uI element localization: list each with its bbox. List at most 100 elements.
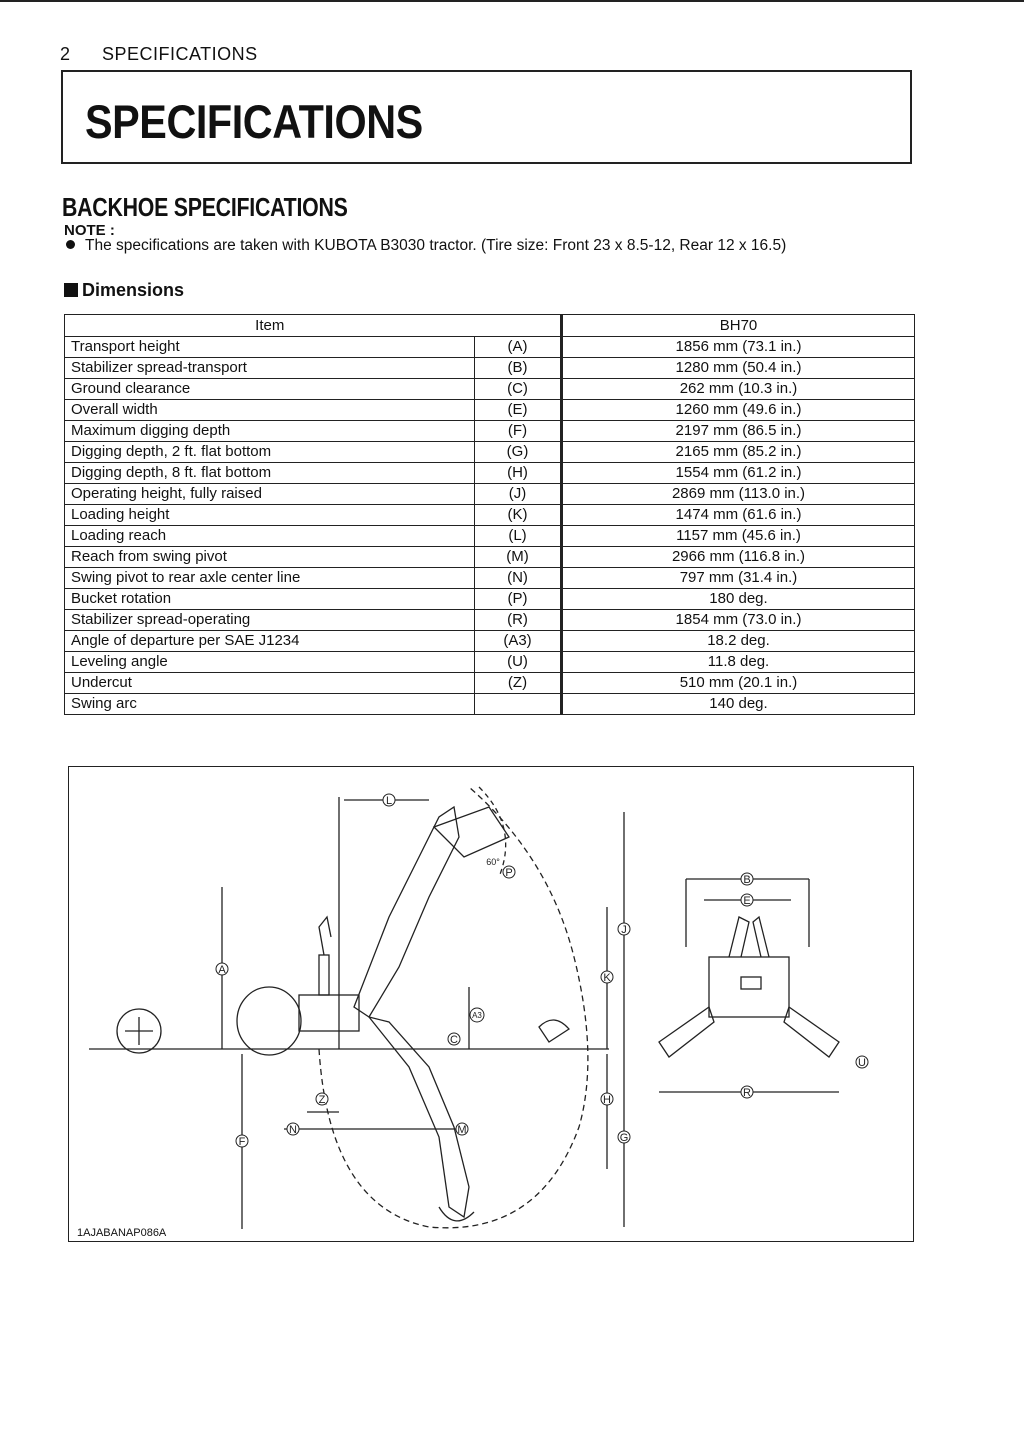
row-value: 1856 mm (73.1 in.) (560, 336, 915, 358)
svg-text:B: B (743, 874, 750, 886)
svg-text:U: U (858, 1057, 866, 1069)
svg-text:H: H (603, 1094, 611, 1106)
table-row: Maximum digging depth(F)2197 mm (86.5 in… (64, 420, 915, 442)
square-bullet-icon (64, 283, 78, 297)
callout-g: G (617, 1130, 631, 1144)
svg-text:A: A (218, 964, 226, 976)
table-row: Loading height(K)1474 mm (61.6 in.) (64, 504, 915, 526)
bullet-icon (66, 240, 75, 249)
callout-l: L (382, 793, 396, 807)
front-wheel (116, 1008, 162, 1054)
callout-f: F (235, 1134, 249, 1148)
callout-c: C (447, 1032, 461, 1046)
row-item: Stabilizer spread-transport (64, 357, 475, 379)
table-row: Digging depth, 8 ft. flat bottom(H)1554 … (64, 462, 915, 484)
row-value: 2165 mm (85.2 in.) (560, 441, 915, 463)
table-row: Reach from swing pivot(M)2966 mm (116.8 … (64, 546, 915, 568)
figure-code: 1AJABANAP086A (77, 1227, 167, 1239)
note: The specifications are taken with KUBOTA… (66, 237, 786, 255)
row-code: (Z) (474, 672, 562, 694)
row-item: Angle of departure per SAE J1234 (64, 630, 475, 652)
callout-a3: A3 (469, 1007, 485, 1023)
row-code: (B) (474, 357, 562, 379)
rear-view-body (708, 956, 790, 1018)
dimensions-table: Item BH70 Transport height(A)1856 mm (73… (64, 314, 915, 715)
row-code: (K) (474, 504, 562, 526)
callout-p: P (502, 865, 516, 879)
backhoe-drawing: A F L J K H G C A3 Z N M P B E R U 60° (89, 786, 869, 1229)
callout-e: E (740, 893, 754, 907)
boom-raised (353, 805, 460, 1018)
row-value: 510 mm (20.1 in.) (560, 672, 915, 694)
svg-text:F: F (239, 1136, 246, 1148)
running-header: 2 SPECIFICATIONS (60, 44, 258, 65)
svg-text:J: J (621, 924, 627, 936)
table-row: Undercut(Z)510 mm (20.1 in.) (64, 672, 915, 694)
row-item: Digging depth, 2 ft. flat bottom (64, 441, 475, 463)
row-item: Leveling angle (64, 651, 475, 673)
row-value: 1474 mm (61.6 in.) (560, 504, 915, 526)
table-row: Stabilizer spread-transport(B)1280 mm (5… (64, 357, 915, 379)
column-header-model: BH70 (560, 314, 915, 337)
page-number: 2 (60, 44, 71, 64)
running-section-title: SPECIFICATIONS (102, 44, 258, 64)
table-row: Swing arc 140 deg. (64, 693, 915, 715)
row-code: (E) (474, 399, 562, 421)
table-body: Transport height(A)1856 mm (73.1 in.)Sta… (64, 336, 915, 715)
row-code: (A) (474, 336, 562, 358)
dimensions-heading: Dimensions (64, 280, 184, 301)
row-value: 11.8 deg. (560, 651, 915, 673)
table-row: Angle of departure per SAE J1234(A3)18.2… (64, 630, 915, 652)
callout-m: M (455, 1122, 469, 1136)
row-code: (C) (474, 378, 562, 400)
row-item: Reach from swing pivot (64, 546, 475, 568)
column-header-code (474, 314, 562, 337)
table-row: Digging depth, 2 ft. flat bottom(G)2165 … (64, 441, 915, 463)
callout-u: U (855, 1055, 869, 1069)
row-value: 1157 mm (45.6 in.) (560, 525, 915, 547)
callout-z: Z (315, 1092, 329, 1106)
note-text: The specifications are taken with KUBOTA… (85, 237, 787, 254)
svg-text:G: G (620, 1132, 629, 1144)
bucket (538, 1019, 570, 1043)
column-header-item: Item (64, 314, 475, 337)
row-code: (M) (474, 546, 562, 568)
row-code: (J) (474, 483, 562, 505)
row-value: 1280 mm (50.4 in.) (560, 357, 915, 379)
row-item: Stabilizer spread-operating (64, 609, 475, 631)
row-value: 1260 mm (49.6 in.) (560, 399, 915, 421)
row-value: 2966 mm (116.8 in.) (560, 546, 915, 568)
svg-text:C: C (450, 1034, 458, 1046)
row-item: Loading reach (64, 525, 475, 547)
svg-text:E: E (743, 895, 750, 907)
svg-text:K: K (603, 972, 611, 984)
table-row: Swing pivot to rear axle center line(N)7… (64, 567, 915, 589)
dimensions-heading-text: Dimensions (82, 280, 185, 300)
table-row: Stabilizer spread-operating(R)1854 mm (7… (64, 609, 915, 631)
row-value: 140 deg. (560, 693, 915, 715)
page-title: SPECIFICATIONS (85, 95, 423, 148)
svg-text:Z: Z (319, 1094, 326, 1106)
callout-j: J (617, 922, 631, 936)
svg-text:N: N (289, 1124, 297, 1136)
boom-lowered (367, 1015, 470, 1219)
row-value: 1554 mm (61.2 in.) (560, 462, 915, 484)
svg-text:L: L (386, 795, 392, 807)
svg-text:P: P (505, 867, 512, 879)
note-label: NOTE : (64, 222, 115, 239)
callout-h: H (600, 1092, 614, 1106)
row-item: Ground clearance (64, 378, 475, 400)
row-item: Operating height, fully raised (64, 483, 475, 505)
row-code: (U) (474, 651, 562, 673)
row-item: Swing arc (64, 693, 475, 715)
row-item: Overall width (64, 399, 475, 421)
svg-text:A3: A3 (472, 1011, 482, 1020)
row-item: Maximum digging depth (64, 420, 475, 442)
table-row: Leveling angle(U)11.8 deg. (64, 651, 915, 673)
tractor-body (298, 994, 360, 1032)
table-row: Bucket rotation(P)180 deg. (64, 588, 915, 610)
left-stabilizer (658, 1005, 715, 1058)
row-value: 262 mm (10.3 in.) (560, 378, 915, 400)
row-code (474, 693, 562, 715)
rear-wheel (236, 986, 302, 1056)
